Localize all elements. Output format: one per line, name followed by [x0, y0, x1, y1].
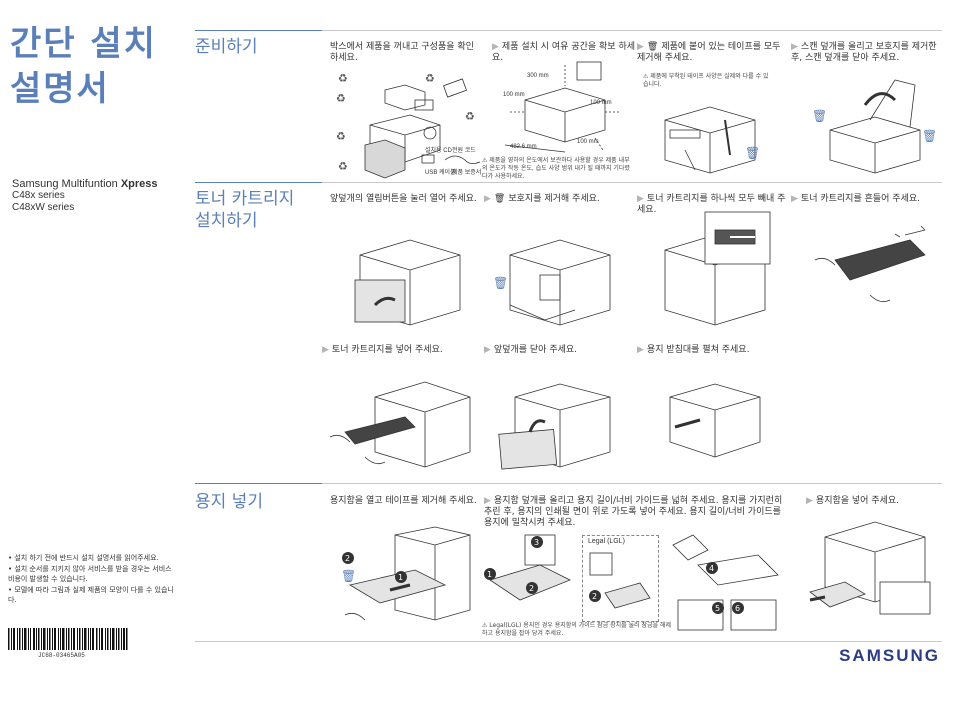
- svg-text:♻: ♻: [465, 110, 475, 123]
- arrow-right-icon: ▶: [484, 496, 491, 506]
- warning-icon: ⚠: [482, 157, 490, 164]
- warning-icon: ⚠: [643, 73, 651, 80]
- arrow-right-icon: ▶: [492, 42, 499, 52]
- arrow-right-icon: ▶: [637, 42, 644, 52]
- legal-paper-box: [582, 535, 659, 622]
- section-divider: [195, 483, 322, 484]
- prepare-step1: 박스에서 제품을 꺼내고 구성품을 확인 하세요.: [330, 42, 474, 63]
- svg-text:🗑: 🗑: [495, 276, 508, 290]
- insert-tray-illustration: [809, 521, 931, 615]
- toner-step5: ▶토너 카트리지를 넣어 주세요.: [322, 345, 443, 355]
- samsung-logo: SAMSUNG: [839, 646, 940, 665]
- title-line2: 설명서: [10, 69, 110, 109]
- shake-toner-illustration: [814, 225, 926, 303]
- insert-toner-illustration: [329, 381, 471, 468]
- title-line1: 간단 설치: [10, 24, 157, 64]
- section-title-prepare: 준비하기: [195, 37, 258, 57]
- legal-warning: ⚠ Legal(LGL) 용지인 경우 용지함의 가이드 잠금 장치를 눌러 잠…: [482, 622, 672, 637]
- paper-guide-illustration: 1 2 3: [484, 534, 571, 601]
- svg-text:♻: ♻: [338, 160, 348, 173]
- note-item: • 모델에 따라 그림과 실제 제품의 모양이 다를 수 있습니다.: [8, 586, 174, 604]
- svg-text:♻: ♻: [425, 72, 435, 85]
- svg-text:2: 2: [592, 592, 597, 601]
- svg-text:🗑: 🗑: [812, 109, 827, 123]
- toner-step3: ▶토너 카트리지를 하나씩 모두 빼내 주세요.: [637, 194, 786, 215]
- svg-text:2: 2: [529, 584, 534, 593]
- space-illustration: [504, 61, 620, 153]
- svg-text:1: 1: [398, 573, 403, 582]
- unboxing-illustration: ♻ ♻ ♻ ♻ ♻ ♻: [336, 72, 481, 179]
- prepare-step2: ▶제품 설치 시 여유 공간을 확보 하세요.: [492, 42, 636, 63]
- svg-text:🗑: 🗑: [922, 129, 937, 143]
- toner-step6: ▶앞덮개를 닫아 주세요.: [484, 345, 578, 355]
- svg-text:4: 4: [709, 564, 714, 573]
- space-warning: ⚠ 제품을 영하의 온도에서 보관하다 사용할 경우 제품 내부의 온도가 작동…: [482, 157, 630, 180]
- remove-protective-sheet-illustration: 🗑: [495, 239, 611, 326]
- section-title-toner: 토너 카트리지 설치하기: [195, 189, 295, 231]
- barcode-number: JC68-03465A05: [38, 652, 85, 659]
- svg-text:1: 1: [487, 570, 492, 579]
- section-divider: [195, 182, 322, 183]
- toner-step1: 앞덮개의 열림버튼을 눌러 열어 주세요.: [330, 194, 477, 204]
- model-name-1: C48x series: [12, 190, 65, 201]
- tape-warning: ⚠ 제품에 부착된 테이프 사양은 실제와 다를 수 있습니다.: [643, 73, 769, 88]
- section-divider: [322, 182, 942, 183]
- legal-tray-illustration: 2: [589, 552, 651, 609]
- arrow-right-icon: ▶: [791, 194, 798, 204]
- svg-text:♻: ♻: [336, 130, 346, 143]
- paper-step3: ▶용지함을 넣어 주세요.: [806, 496, 900, 506]
- svg-text:6: 6: [735, 604, 740, 613]
- arrow-right-icon: ▶: [791, 42, 798, 52]
- svg-text:♻: ♻: [336, 92, 346, 105]
- open-tray-illustration: 2 1 🗑: [341, 526, 471, 621]
- svg-text:🗑: 🗑: [341, 569, 356, 583]
- note-item: • 설치 하기 전에 반드시 설치 설명서를 읽어주세요.: [8, 554, 159, 562]
- prepare-step4: ▶스캔 덮개를 올리고 보호지를 제거한 후, 스캔 덮개를 닫아 주세요.: [791, 42, 937, 63]
- tape-removal-illustration: 🗑: [664, 106, 760, 174]
- remove-toner-illustration: [664, 211, 771, 326]
- brand-line: Samsung Multifuntion Xpress: [12, 178, 158, 190]
- unfold-paper-support-illustration: [669, 383, 761, 458]
- warning-icon: ⚠: [482, 622, 490, 629]
- scanner-cover-illustration: 🗑 🗑: [812, 79, 937, 174]
- trash-icon: 🗑: [493, 194, 506, 204]
- toner-step7: ▶용지 받침대를 펼쳐 주세요.: [637, 345, 750, 355]
- svg-text:5: 5: [715, 604, 720, 613]
- paper-step2: ▶용지함 덮개를 올리고 용지 길이/너비 가이드를 넓혀 주세요. 용지를 가…: [484, 496, 783, 528]
- prepare-step3: ▶🗑제품에 붙어 있는 테이프를 모두 제거해 주세요.: [637, 42, 781, 63]
- note-item: • 설치 순서를 지키지 않아 서비스를 받을 경우는 서비스 비용이 발생할 …: [8, 565, 172, 583]
- arrow-right-icon: ▶: [484, 345, 491, 355]
- svg-text:♻: ♻: [338, 72, 348, 85]
- arrow-right-icon: ▶: [484, 194, 491, 204]
- section-divider: [322, 30, 942, 31]
- footer-divider: [195, 641, 942, 642]
- arrow-right-icon: ▶: [637, 194, 644, 204]
- toner-step2: ▶🗑보호지를 제거해 주세요.: [484, 194, 600, 204]
- svg-text:3: 3: [534, 538, 539, 547]
- model-info: Samsung Multifuntion Xpress C48x series …: [12, 178, 158, 214]
- barcode: [8, 628, 128, 650]
- arrow-right-icon: ▶: [637, 345, 644, 355]
- open-front-cover-illustration: [354, 239, 461, 326]
- arrow-right-icon: ▶: [322, 345, 329, 355]
- paper-step1: 용지함을 열고 테이프를 제거해 주세요.: [330, 496, 477, 506]
- toner-step4: ▶토너 카트리지를 흔들어 주세요.: [791, 194, 921, 204]
- document-title: 간단 설치 설명서: [10, 22, 190, 112]
- notes-list: • 설치 하기 전에 반드시 설치 설명서를 읽어주세요. • 설치 순서를 지…: [8, 553, 178, 606]
- close-front-cover-illustration: [498, 383, 611, 470]
- trash-icon: 🗑: [646, 42, 659, 52]
- section-divider: [195, 30, 322, 31]
- arrow-right-icon: ▶: [806, 496, 813, 506]
- section-divider: [322, 483, 942, 484]
- legal-label: Legal (LGL): [588, 538, 625, 545]
- model-name-2: C48xW series: [12, 202, 75, 213]
- load-paper-illustration: 4 5 6: [672, 534, 779, 631]
- svg-text:2: 2: [345, 554, 350, 563]
- section-title-paper: 용지 넣기: [195, 492, 263, 512]
- svg-text:🗑: 🗑: [745, 146, 760, 160]
